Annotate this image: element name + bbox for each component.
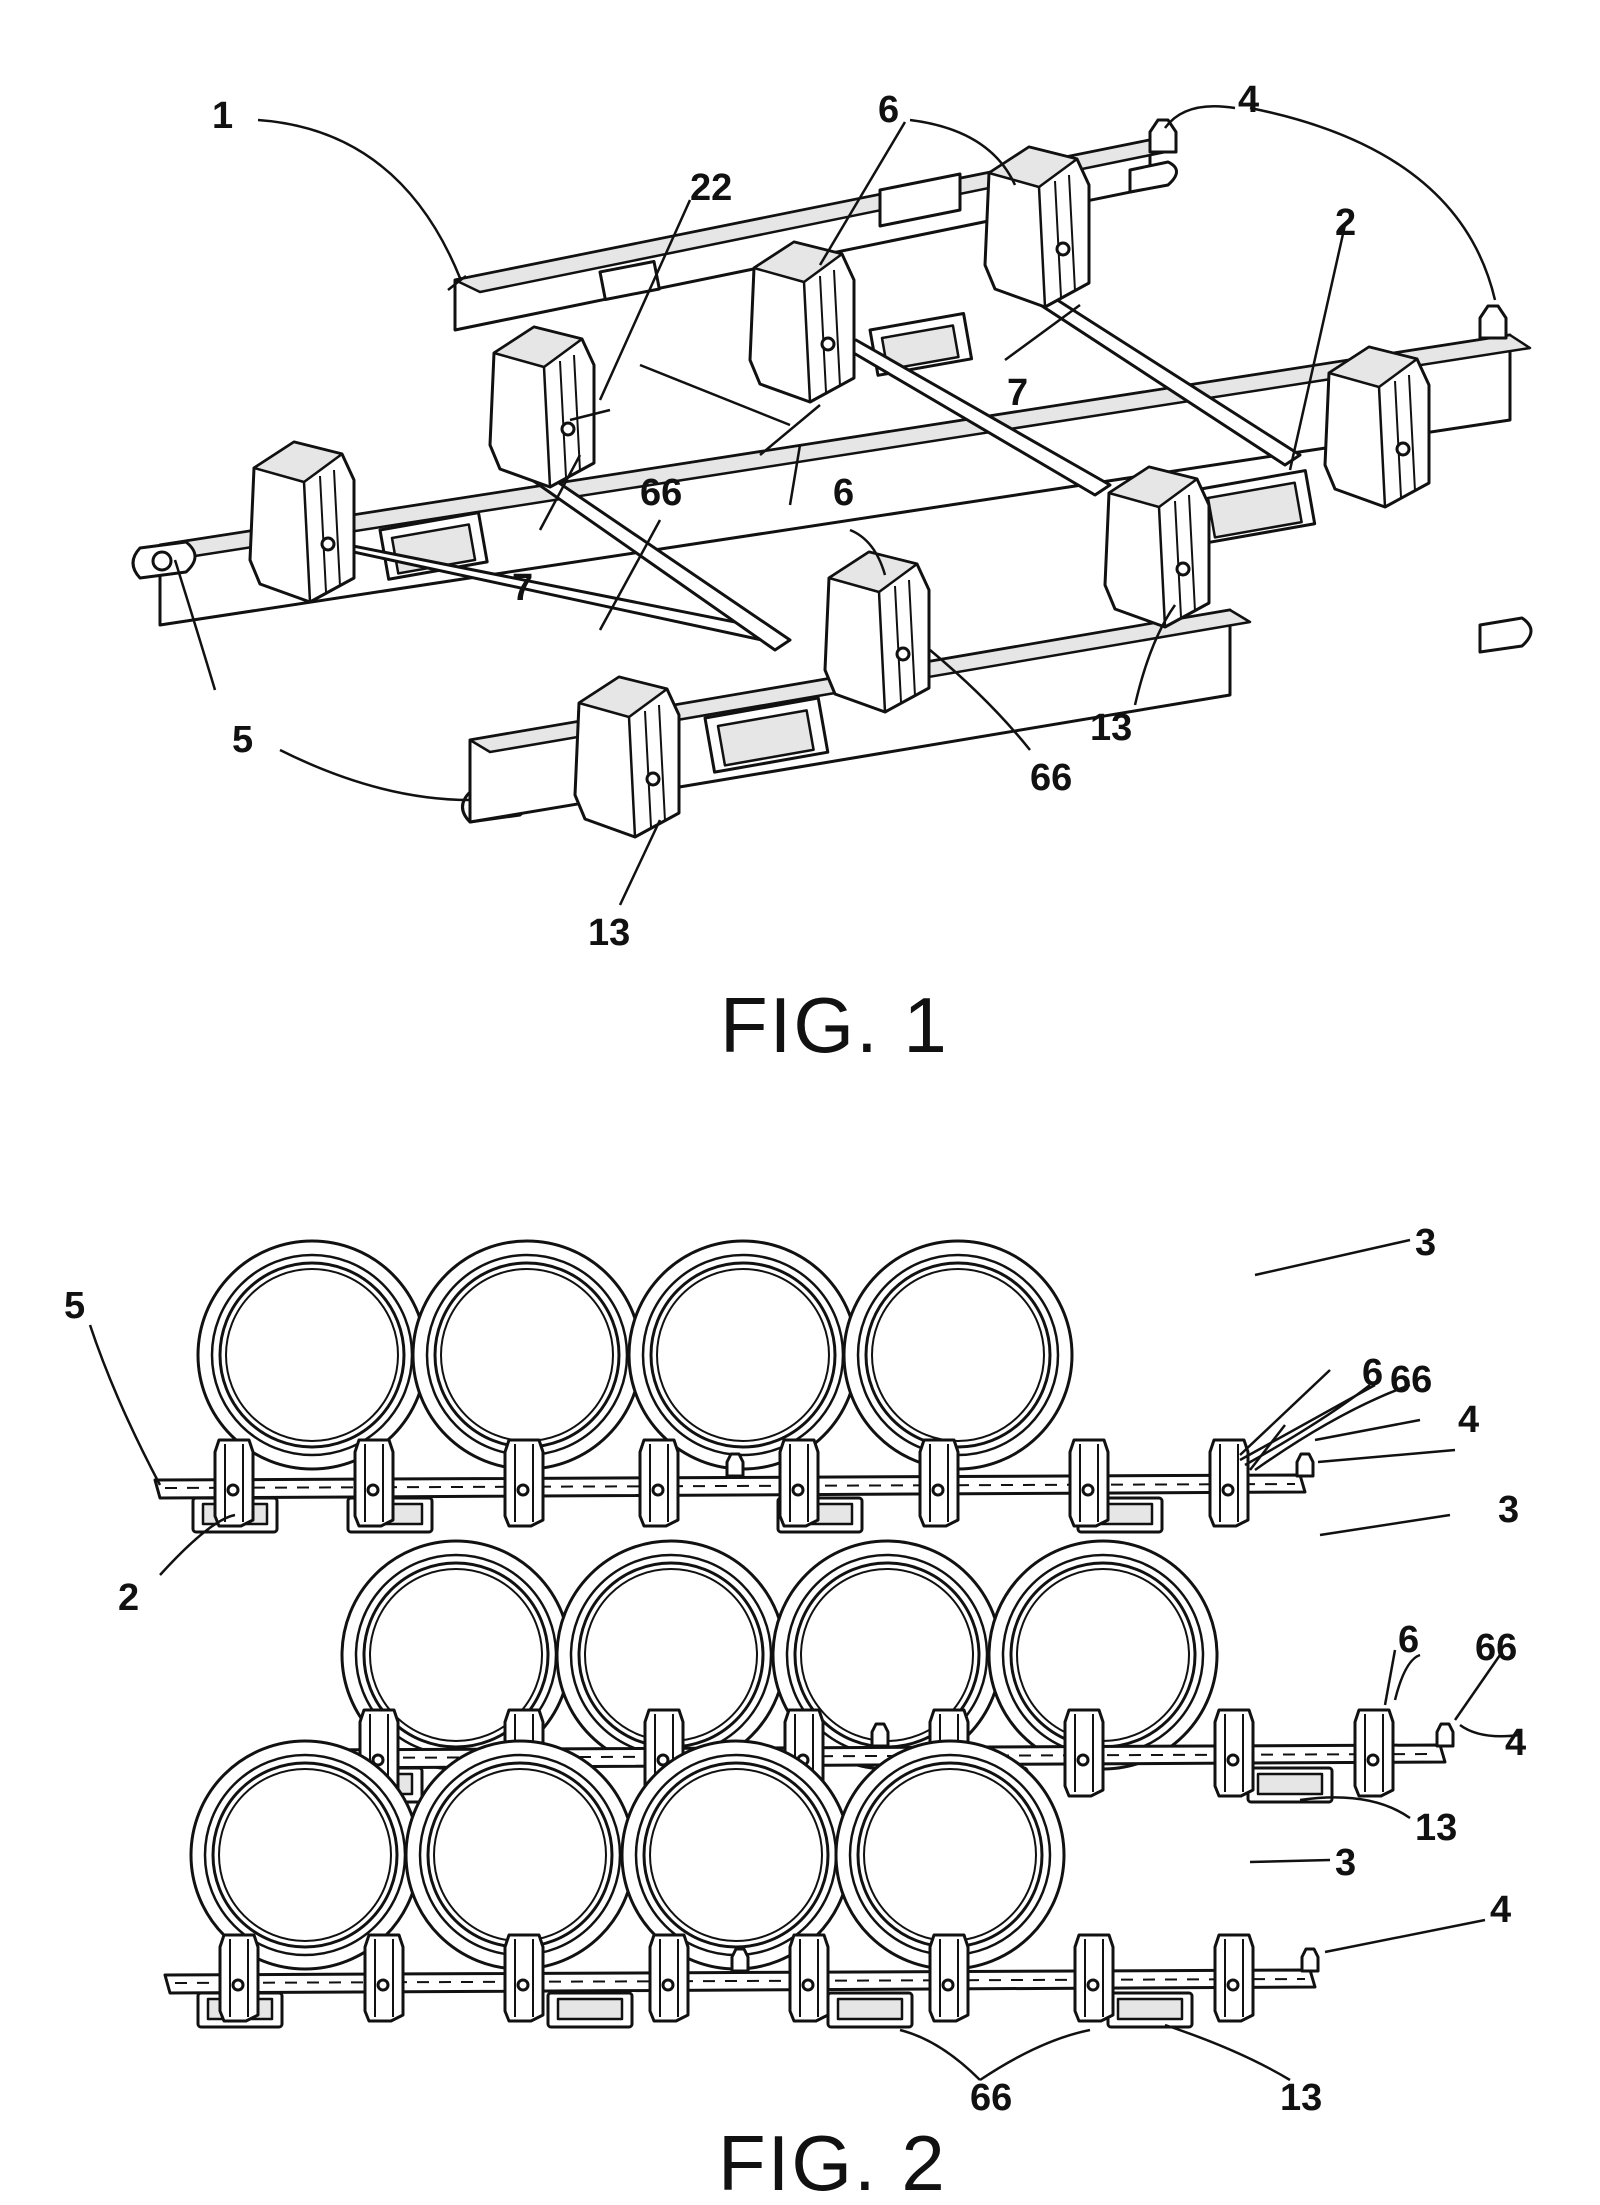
figure-2-stacked-view: 5 3 6 66 4 2 3 6 66 4 13 3 4 66 13 FIG. … (64, 1222, 1526, 2205)
fig2-label-4-row2: 4 (1505, 1722, 1526, 1764)
fig2-label-4-row3: 4 (1490, 1889, 1511, 1931)
fig1-label-4: 4 (1238, 79, 1259, 121)
fig2-label-13-row3: 13 (1280, 2077, 1322, 2119)
fig1-label-6-mid: 6 (833, 472, 854, 514)
fig2-label-66-row3: 66 (970, 2077, 1012, 2119)
fig1-label-7-right: 7 (1007, 372, 1028, 414)
fig1-label-7-left: 7 (512, 567, 533, 609)
fig1-label-6-top: 6 (878, 89, 899, 131)
fig1-label-22: 22 (690, 167, 732, 209)
fig1-label-5: 5 (232, 719, 253, 761)
fig2-label-3-row3: 3 (1335, 1842, 1356, 1884)
fig1-label-1: 1 (212, 95, 233, 137)
fig1-label-2: 2 (1335, 202, 1356, 244)
fig2-label-3-row1: 3 (1415, 1222, 1436, 1264)
fig1-label-13-right: 13 (1090, 707, 1132, 749)
fig2-label-66-row2: 66 (1475, 1627, 1517, 1669)
fig2-label-6-row1: 6 (1362, 1352, 1383, 1394)
fig2-row-1-containers-3 (198, 1241, 1072, 1469)
figure-1-perspective-view: 1 22 6 4 2 7 66 6 7 5 13 66 13 FIG. 1 (133, 79, 1531, 1069)
figure-1-caption: FIG. 1 (720, 981, 949, 1069)
fig2-label-5: 5 (64, 1285, 85, 1327)
fig2-label-4-row1: 4 (1458, 1399, 1479, 1441)
fig2-label-13-row2: 13 (1415, 1807, 1457, 1849)
fig2-label-6-row2: 6 (1398, 1619, 1419, 1661)
fig1-label-13-bottom: 13 (588, 912, 630, 954)
fig2-label-66-row1: 66 (1390, 1359, 1432, 1401)
fig2-label-3-row2: 3 (1498, 1489, 1519, 1531)
figure-2-caption: FIG. 2 (718, 2119, 947, 2205)
fig1-label-66-top: 66 (640, 472, 682, 514)
fig1-label-66-bottom: 66 (1030, 757, 1072, 799)
fig2-label-2: 2 (118, 1577, 139, 1619)
